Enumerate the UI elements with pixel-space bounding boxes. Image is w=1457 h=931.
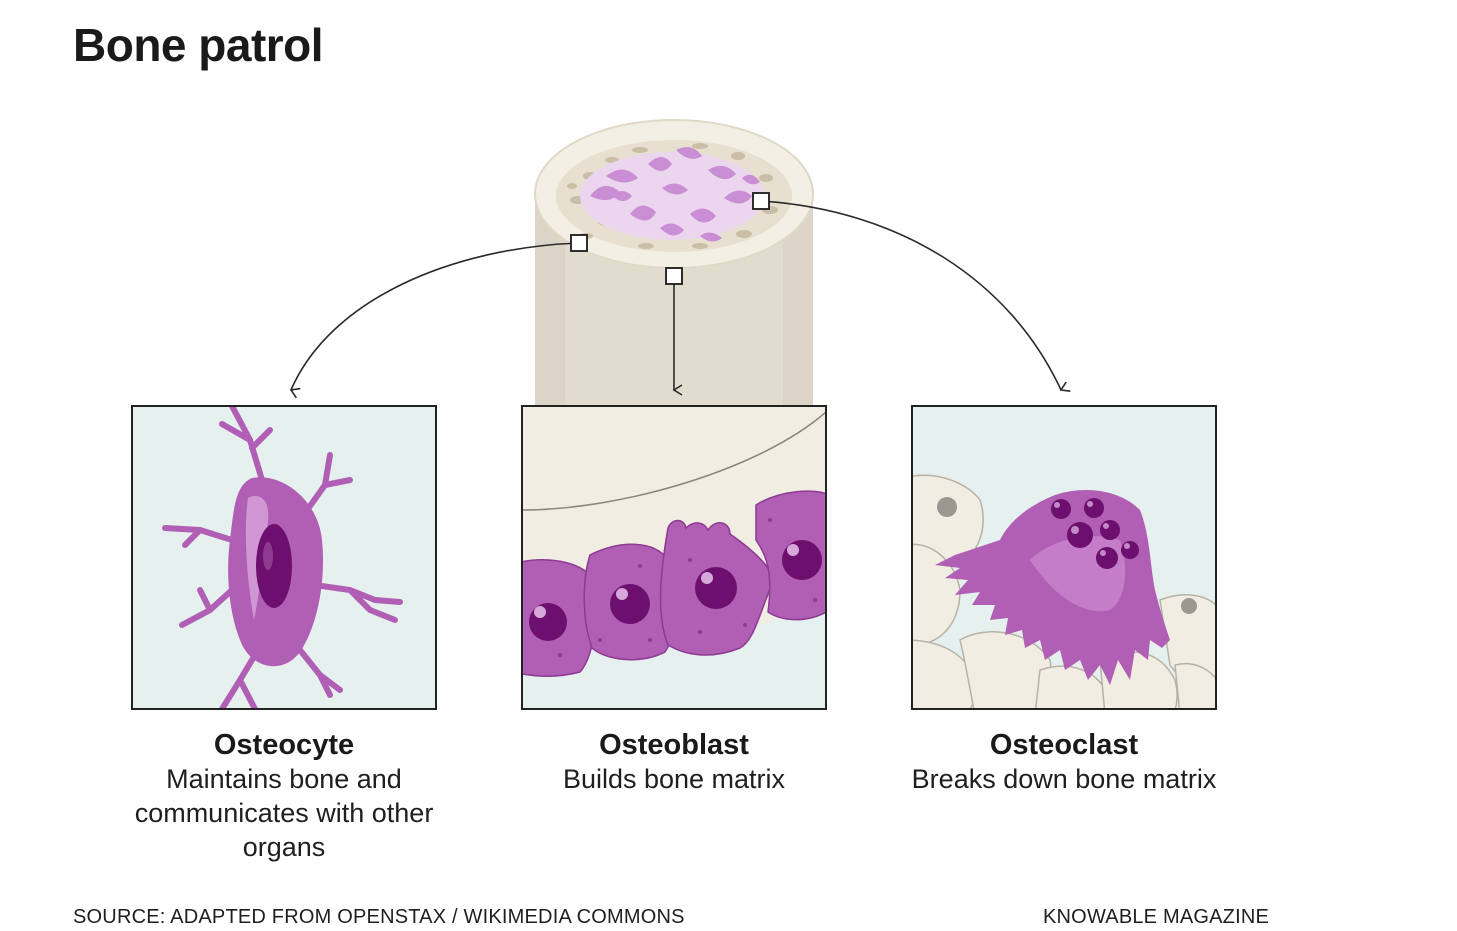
source-note: SOURCE: ADAPTED FROM OPENSTAX / WIKIMEDI…	[73, 906, 685, 928]
osteocyte-cell	[162, 406, 403, 709]
arrows	[289, 200, 1071, 399]
panel-osteoclast	[911, 405, 1217, 710]
panel-osteoblast	[521, 405, 827, 710]
source-markers	[570, 192, 770, 285]
bone-marrow	[580, 147, 764, 242]
cell-name: Osteoblast	[599, 729, 749, 761]
cell-description: Builds bone matrix	[562, 764, 786, 794]
caption-osteoclast: Osteoclast Breaks down bone matrix	[874, 728, 1254, 796]
page-title: Bone patrol	[73, 19, 324, 71]
caption-osteoblast: Osteoblast Builds bone matrix	[484, 728, 864, 796]
cell-description: Maintains bone and communicates with oth…	[134, 764, 434, 862]
bone-surface-cells	[912, 474, 1216, 709]
cell-name: Osteocyte	[213, 729, 355, 761]
panel-osteocyte	[131, 405, 437, 710]
arrow-osteocyte	[289, 242, 580, 399]
caption-osteocyte: Osteocyte Maintains bone and communicate…	[94, 728, 474, 864]
arrow-osteoclast	[760, 200, 1071, 392]
cell-name: Osteoclast	[989, 729, 1139, 761]
publisher-credit: KNOWABLE MAGAZINE	[1043, 906, 1270, 928]
cell-description: Breaks down bone matrix	[911, 764, 1217, 794]
